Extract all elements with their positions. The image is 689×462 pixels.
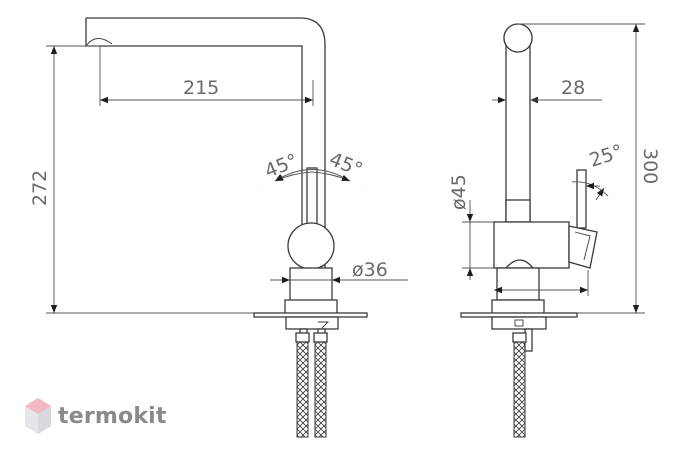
dim-handle-angle-right: 45° xyxy=(326,148,365,181)
dim-side-body-diameter: ø45 xyxy=(448,174,470,210)
dim-handle-angle-left: 45° xyxy=(262,150,301,183)
dim-body-diameter: ø36 xyxy=(352,259,388,281)
front-hose-left xyxy=(296,340,309,438)
front-view xyxy=(46,17,408,438)
side-view xyxy=(460,23,645,438)
termokit-logo: termokit xyxy=(24,396,167,436)
termokit-hexagon-icon xyxy=(25,398,51,434)
dim-height-to-spout: 272 xyxy=(29,170,51,206)
side-mixer-body xyxy=(493,221,570,269)
side-spout-column xyxy=(505,41,531,223)
front-hose-right xyxy=(314,340,327,438)
dim-spout-diameter: 28 xyxy=(561,77,585,99)
dim-total-height: 300 xyxy=(639,148,661,184)
logo-brand-text: termokit xyxy=(58,403,167,429)
dim-spout-reach: 215 xyxy=(183,77,219,99)
dim-side-handle-angle: 25° xyxy=(587,140,626,171)
side-handle-lever xyxy=(576,169,587,229)
front-mixer-body xyxy=(287,222,335,270)
front-spout xyxy=(85,17,326,268)
side-hose xyxy=(513,340,526,438)
